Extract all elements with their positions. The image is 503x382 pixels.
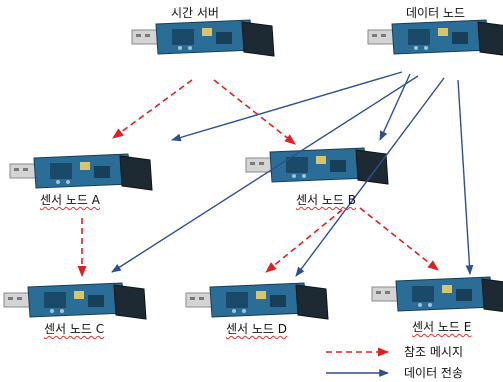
ref-arrow-b-to-d bbox=[265, 209, 343, 273]
sensor-node-b-label: 센서 노드 B bbox=[296, 193, 357, 207]
sensor-node-d-device bbox=[185, 282, 329, 320]
sensor-node-d-label: 센서 노드 D bbox=[226, 322, 288, 336]
time-server-device bbox=[131, 19, 275, 57]
sensor-node-e-label: 센서 노드 E bbox=[412, 320, 472, 334]
data-arrow-to-a bbox=[171, 71, 403, 142]
sensor-node-a-label: 센서 노드 A bbox=[40, 193, 100, 207]
sensor-node-c-label: 센서 노드 C bbox=[44, 322, 105, 336]
data-arrow-to-c bbox=[111, 75, 419, 273]
data-arrow-to-e bbox=[457, 79, 474, 275]
ref-arrow-b-to-e bbox=[359, 207, 439, 271]
data-node-label: 데이터 노드 bbox=[406, 6, 466, 20]
ref-arrow-server-to-a bbox=[112, 79, 193, 139]
time-server-label: 시간 서버 bbox=[171, 6, 219, 20]
legend-reference-label: 참조 메시지 bbox=[404, 345, 464, 359]
legend-data-label: 데이터 전송 bbox=[404, 366, 464, 380]
data-node-device bbox=[367, 19, 503, 57]
sensor-node-c-device bbox=[3, 282, 147, 320]
ref-arrow-server-to-b bbox=[213, 79, 296, 145]
sensor-node-a-device bbox=[9, 153, 153, 191]
sensor-node-e-device bbox=[371, 276, 503, 314]
sensor-node-b-device bbox=[245, 147, 389, 185]
data-arrow-to-d bbox=[295, 77, 445, 277]
